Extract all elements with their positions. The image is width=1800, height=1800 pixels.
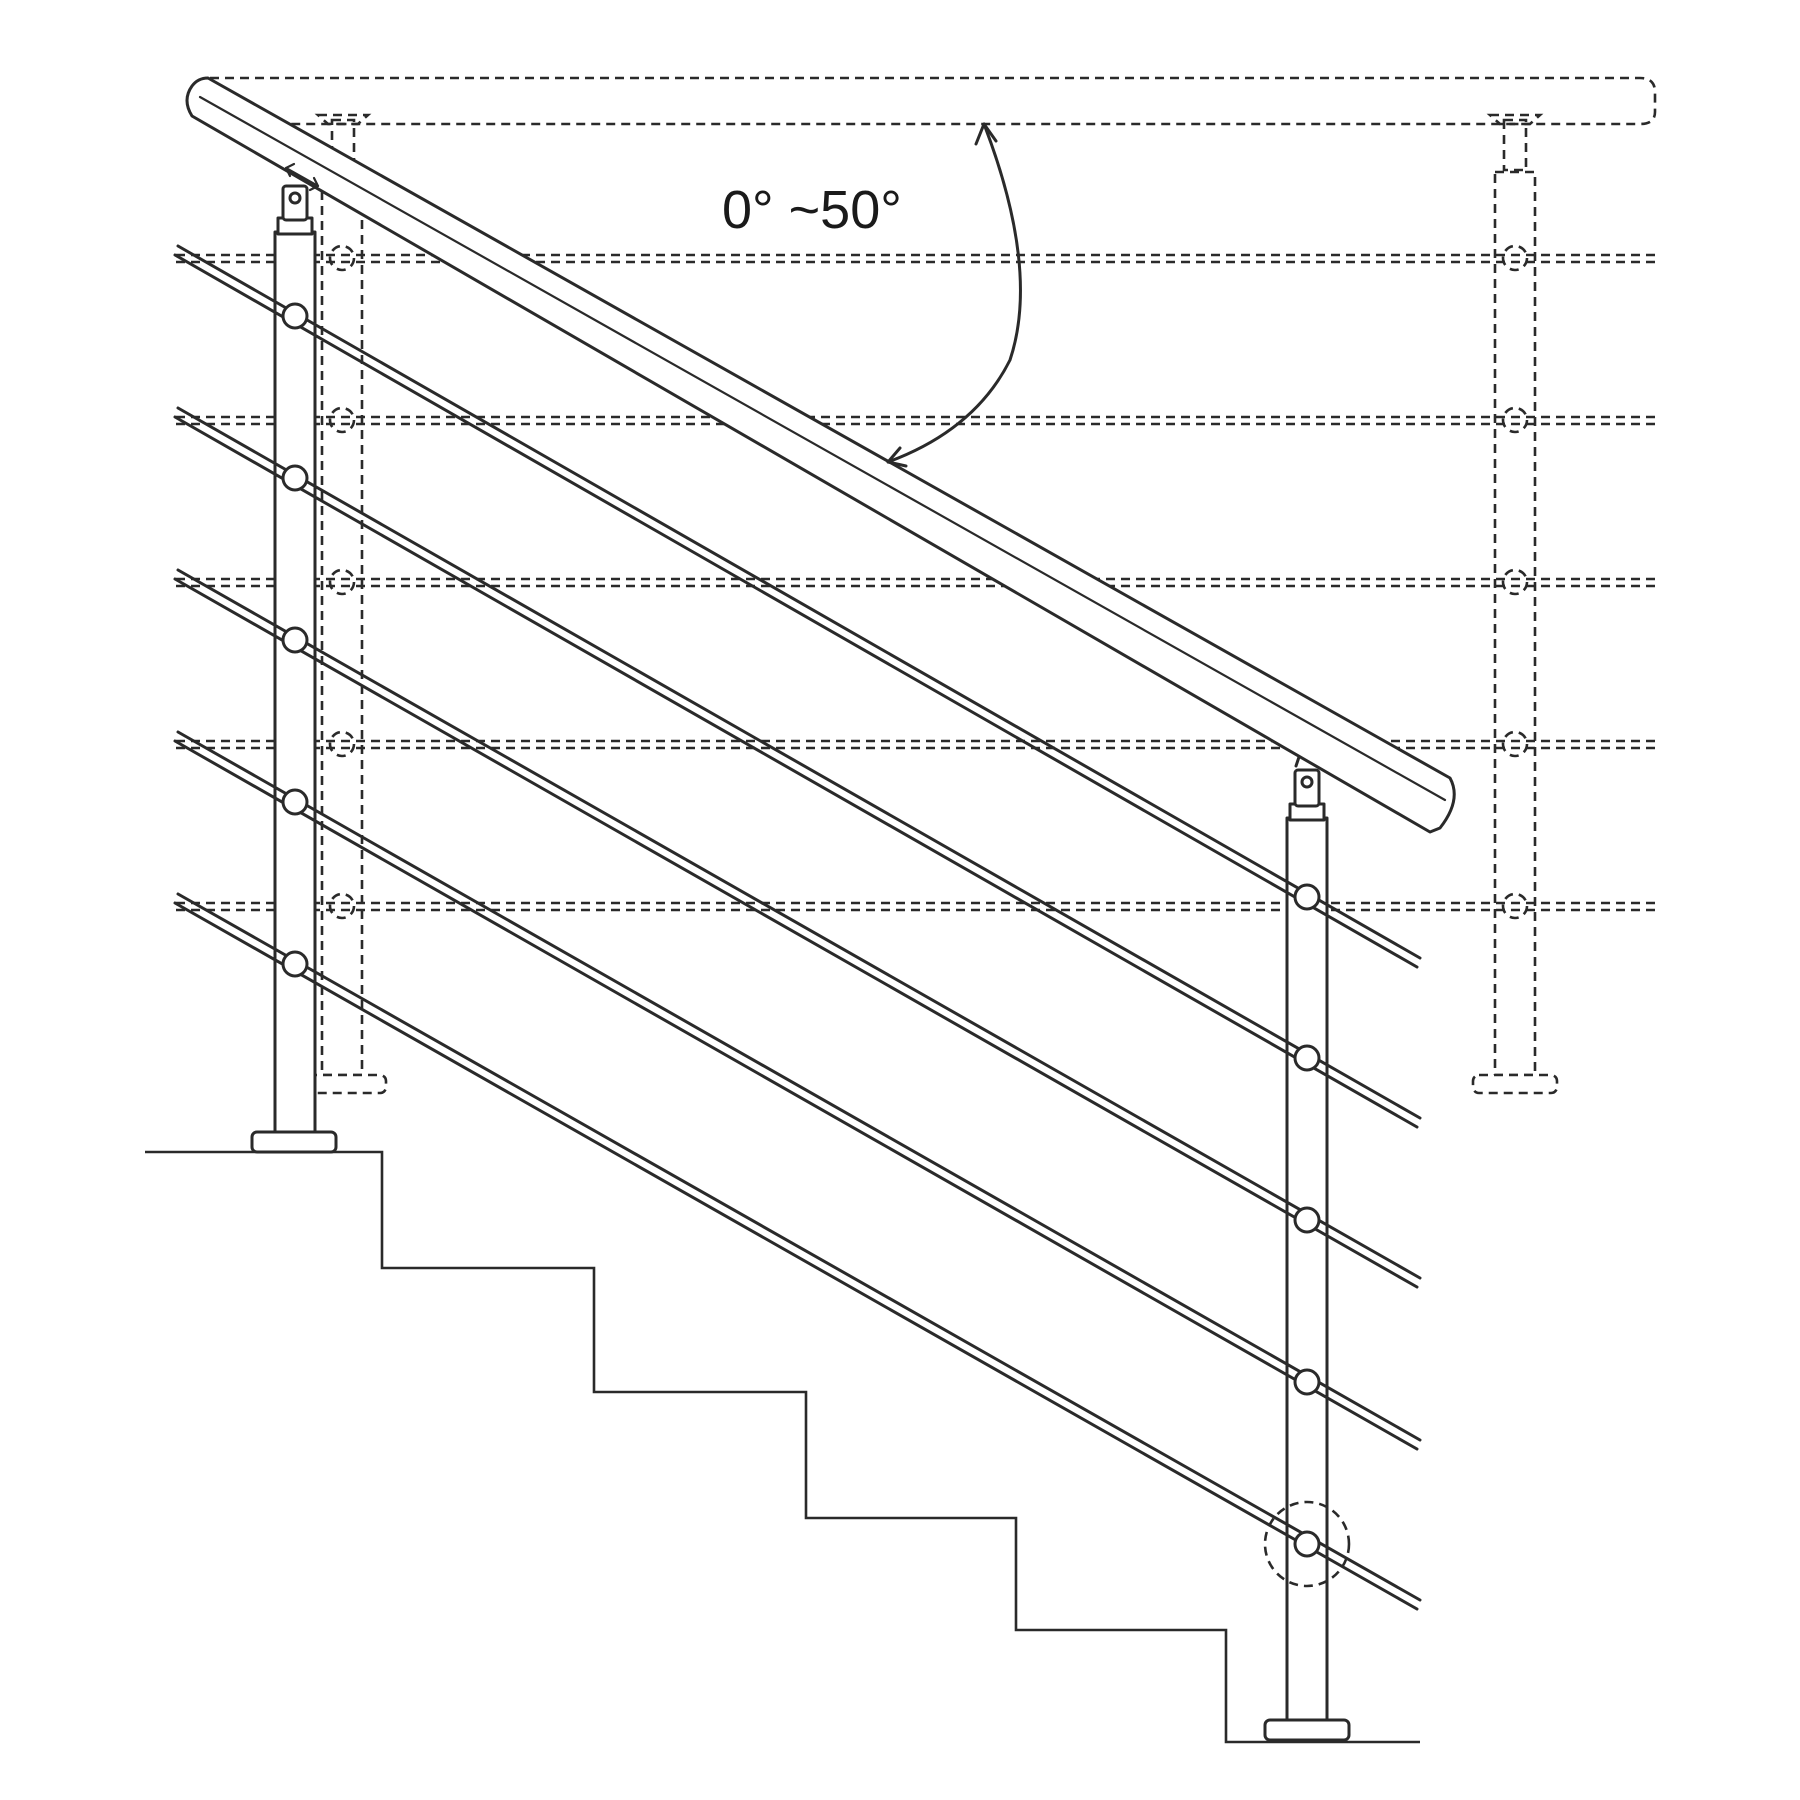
connector-right-1 xyxy=(1293,883,1321,911)
right-post-base xyxy=(1263,1718,1351,1742)
angle-indicator: 0° ~50° xyxy=(722,122,1022,468)
cable-4-top xyxy=(176,730,1422,1442)
dashed-connector xyxy=(1501,730,1529,758)
horizontal-railing-dashed xyxy=(176,76,1657,1095)
dashed-connector xyxy=(328,406,356,434)
dashed-connector xyxy=(1501,568,1529,596)
cable-1-bottom xyxy=(173,253,1419,969)
dashed-left-post xyxy=(320,168,364,1077)
handrail-highlight xyxy=(198,95,1447,802)
detail-highlight-circle xyxy=(1263,1500,1351,1588)
connector-right-3 xyxy=(1293,1206,1321,1234)
dashed-connector xyxy=(1501,244,1529,272)
inclined-railing-solid xyxy=(173,76,1456,1742)
left-bracket-pin xyxy=(288,191,302,205)
dashed-connector xyxy=(328,244,356,272)
right-bracket-pin xyxy=(1300,775,1314,789)
dashed-connector xyxy=(1501,892,1529,920)
stairs-outline xyxy=(145,1150,1420,1744)
connector-left-1 xyxy=(281,302,309,330)
inclined-cables xyxy=(173,244,1422,1611)
dashed-handrail xyxy=(210,76,1657,126)
cable-2-top xyxy=(176,406,1422,1120)
offset-marker xyxy=(284,166,320,188)
angle-arrow-top xyxy=(974,122,998,146)
cable-1-top xyxy=(176,244,1422,960)
cable-4-bottom xyxy=(173,739,1419,1451)
connector-right-2 xyxy=(1293,1044,1321,1072)
dashed-connector xyxy=(328,568,356,596)
dashed-connector xyxy=(1501,406,1529,434)
dashed-connector xyxy=(328,892,356,920)
connector-left-5 xyxy=(281,950,309,978)
left-post xyxy=(273,230,317,1134)
connector-right-4 xyxy=(1293,1368,1321,1396)
cable-connectors xyxy=(281,302,1321,1558)
angle-range-label: 0° ~50° xyxy=(722,180,902,240)
cable-3-bottom xyxy=(173,577,1419,1289)
dashed-right-post xyxy=(1493,170,1537,1077)
cable-5-top xyxy=(176,892,1422,1602)
connector-left-2 xyxy=(281,464,309,492)
angle-arrow-bottom xyxy=(886,446,908,468)
dashed-left-saddle xyxy=(314,113,372,126)
dashed-connector xyxy=(328,730,356,758)
dashed-right-saddle xyxy=(1486,113,1544,126)
right-post xyxy=(1285,816,1329,1722)
connector-left-3 xyxy=(281,626,309,654)
dashed-connectors xyxy=(328,244,1529,920)
dashed-right-bracket xyxy=(1502,118,1528,172)
cable-3-top xyxy=(176,568,1422,1280)
dashed-right-base xyxy=(1471,1073,1559,1095)
connector-left-4 xyxy=(281,788,309,816)
offset-marker-arrow-b xyxy=(308,176,320,192)
connector-right-5 xyxy=(1293,1530,1321,1558)
offset-marker-arrow-a xyxy=(284,162,296,178)
angle-arc xyxy=(886,122,1022,464)
cable-5-bottom xyxy=(173,901,1419,1611)
cable-2-bottom xyxy=(173,415,1419,1129)
inclined-handrail xyxy=(185,76,1456,834)
dashed-cables xyxy=(176,253,1655,912)
left-post-base xyxy=(250,1130,338,1154)
